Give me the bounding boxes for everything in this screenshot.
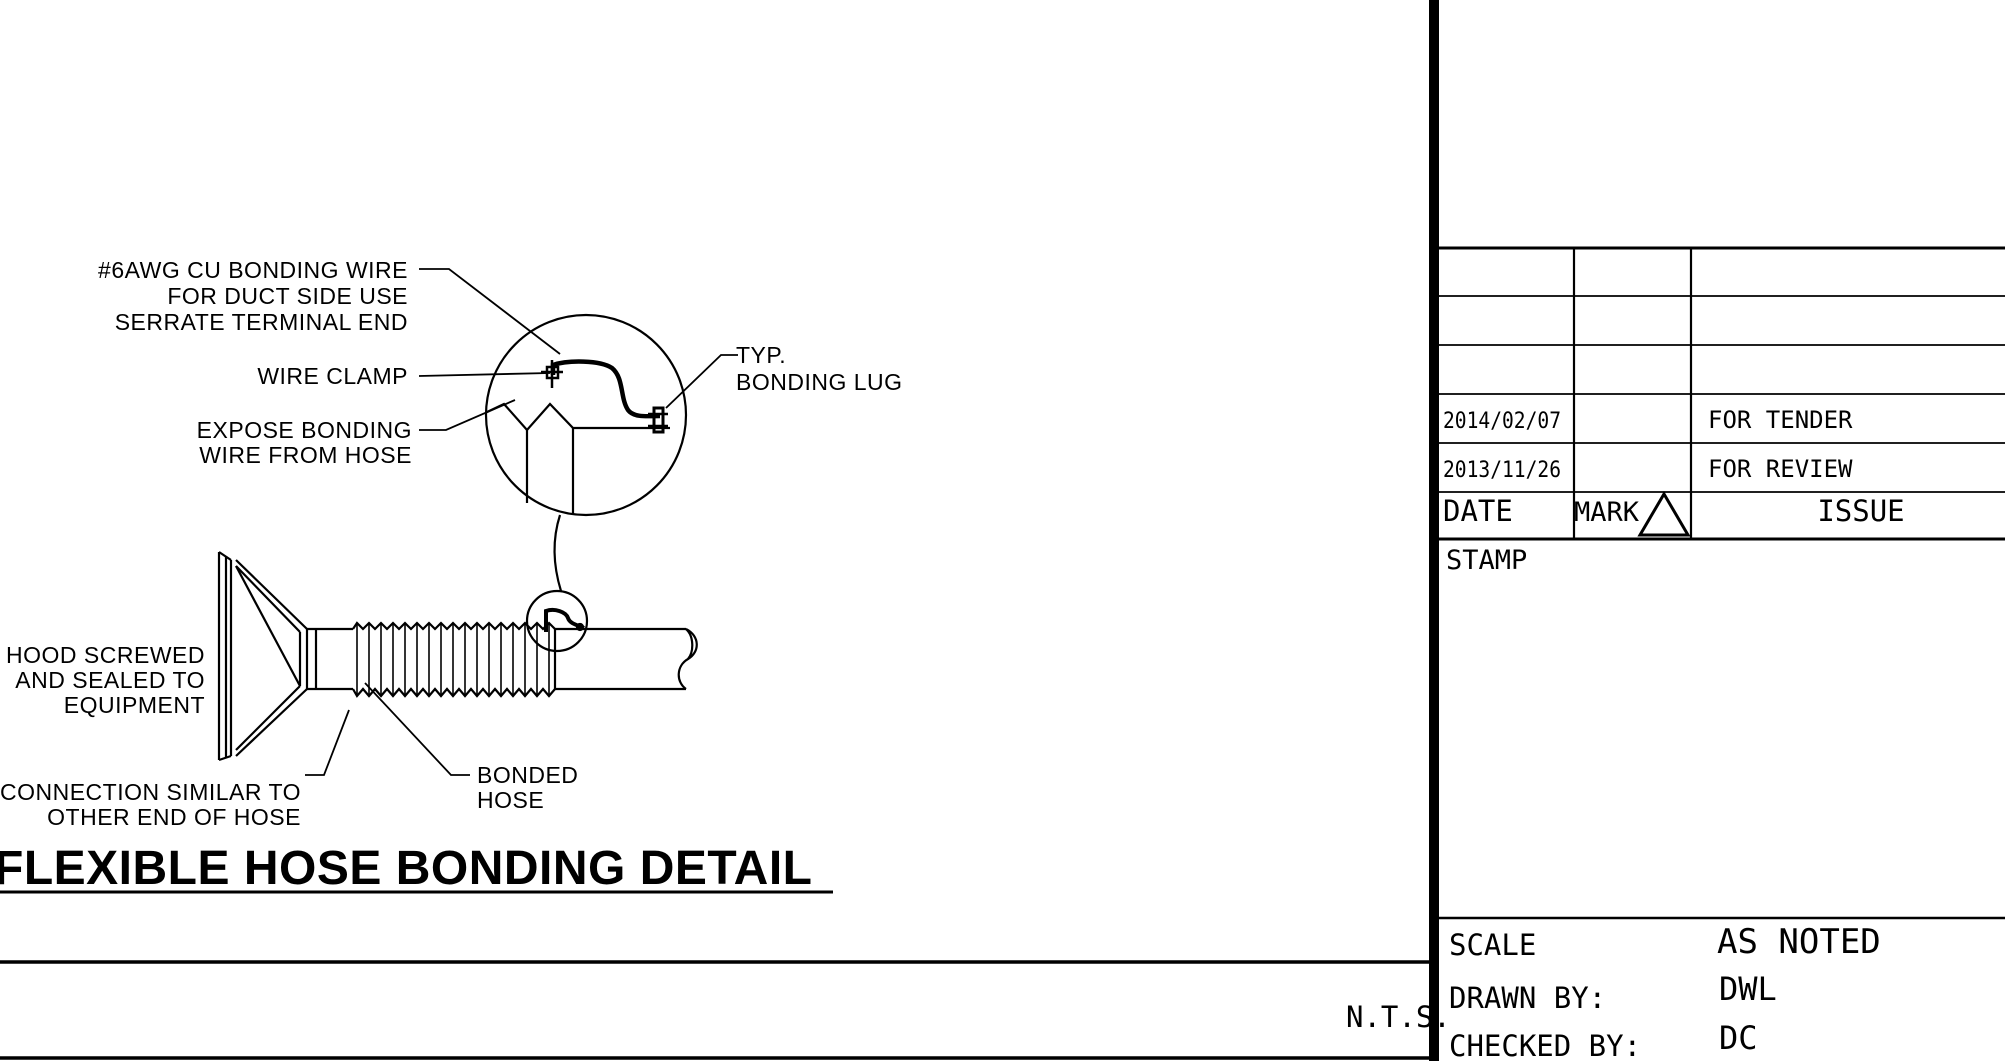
- callout-line: OTHER END OF HOSE: [47, 804, 301, 830]
- callout-line: BONDED: [477, 762, 578, 788]
- callout-expose-wire: EXPOSE BONDING WIRE FROM HOSE: [197, 417, 412, 468]
- callout-line: FOR DUCT SIDE USE: [167, 283, 408, 309]
- checked-by-value: DC: [1719, 1019, 1758, 1057]
- callout-line: SERRATE TERMINAL END: [115, 309, 408, 335]
- revision-issue: FOR TENDER: [1708, 406, 1853, 434]
- detail-drawing: [217, 268, 738, 776]
- revision-date: 2014/02/07: [1443, 409, 1561, 434]
- bonding-lug-small: [575, 622, 585, 632]
- callout-line: BONDING LUG: [736, 369, 903, 395]
- stamp-label: STAMP: [1446, 545, 1527, 576]
- scale-label: SCALE: [1449, 928, 1536, 962]
- header-issue: ISSUE: [1817, 494, 1904, 528]
- hood: [235, 559, 309, 757]
- revision-table: 2014/02/07 FOR TENDER 2013/11/26 FOR REV…: [1443, 406, 1905, 528]
- revision-issue: FOR REVIEW: [1708, 455, 1853, 483]
- detail-circle-large: [484, 313, 688, 517]
- revision-date: 2013/11/26: [1443, 458, 1561, 483]
- callout-line: TYP.: [736, 342, 786, 368]
- callout-line: #6AWG CU BONDING WIRE: [98, 257, 408, 283]
- detail-leader: [553, 514, 563, 592]
- drawing-info: SCALE AS NOTED DRAWN BY: DWL CHECKED BY:…: [1449, 922, 1881, 1061]
- detail-circle-small: [525, 589, 589, 653]
- checked-by-label: CHECKED BY:: [1449, 1029, 1641, 1061]
- revision-triangle-icon: [1637, 491, 1691, 537]
- callout-line: AND SEALED TO: [15, 667, 205, 693]
- drawn-by-value: DWL: [1719, 970, 1777, 1008]
- callout-bonded-hose: BONDED HOSE: [477, 762, 578, 813]
- scale-value: AS NOTED: [1717, 922, 1881, 962]
- callout-hood: HOOD SCREWED AND SEALED TO EQUIPMENT: [6, 642, 205, 718]
- callout-line: HOOD SCREWED: [6, 642, 205, 668]
- callout-line: WIRE FROM HOSE: [199, 442, 412, 468]
- callout-line: CONNECTION SIMILAR TO: [0, 779, 301, 805]
- callout-wire-clamp: WIRE CLAMP: [257, 363, 408, 389]
- callout-line: WIRE CLAMP: [257, 363, 408, 389]
- hood-collar: [307, 627, 353, 691]
- header-date: DATE: [1443, 494, 1513, 528]
- hood-flange: [217, 551, 233, 762]
- callout-line: EXPOSE BONDING: [197, 417, 412, 443]
- title-block: [1429, 0, 2005, 1061]
- leader-lines: [305, 268, 738, 776]
- hose-ribs: [356, 623, 550, 696]
- callout-connection: CONNECTION SIMILAR TO OTHER END OF HOSE: [0, 779, 301, 830]
- callout-bonding-lug: TYP. BONDING LUG: [736, 342, 903, 395]
- detail-title: FLEXIBLE HOSE BONDING DETAIL: [0, 842, 812, 895]
- duct: [553, 627, 698, 691]
- callout-line: HOSE: [477, 787, 544, 813]
- header-mark: MARK: [1574, 497, 1640, 528]
- drawn-by-label: DRAWN BY:: [1449, 981, 1606, 1015]
- callout-bonding-wire: #6AWG CU BONDING WIRE FOR DUCT SIDE USE …: [98, 257, 408, 335]
- bottom-band: [0, 960, 1430, 1060]
- callout-line: EQUIPMENT: [64, 692, 205, 718]
